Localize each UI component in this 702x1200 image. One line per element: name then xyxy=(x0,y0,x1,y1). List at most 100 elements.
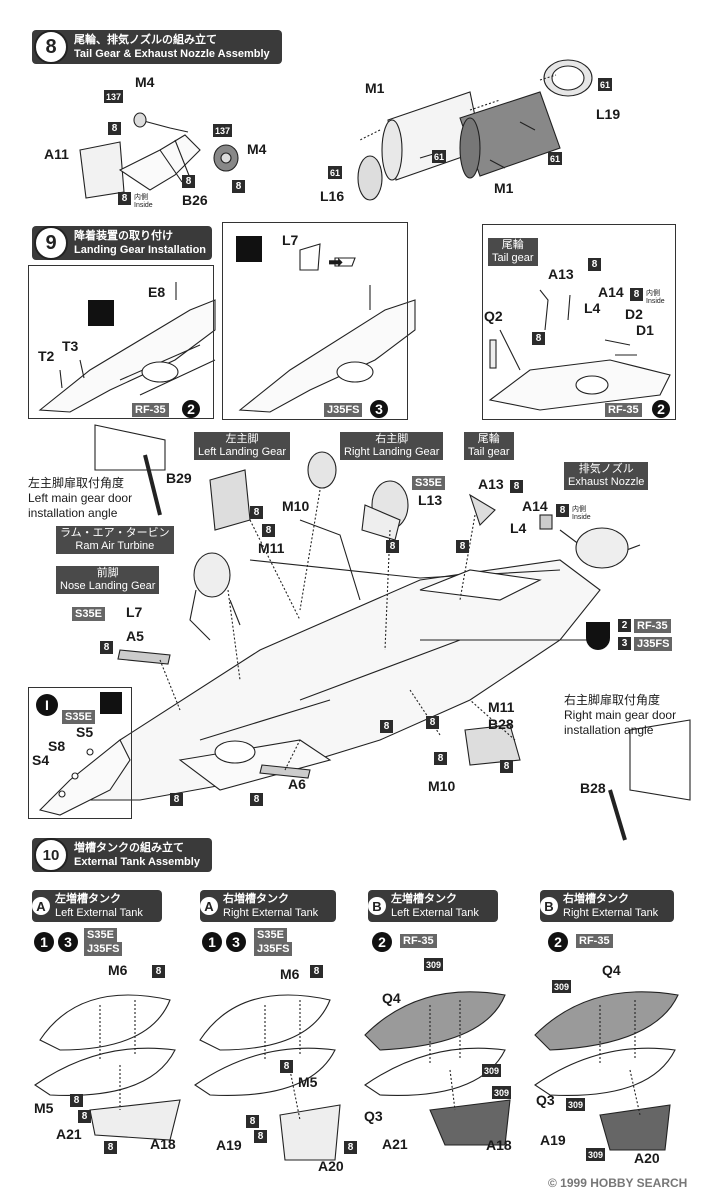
paint-8-m10: 8 xyxy=(434,752,447,765)
panel-rf35-tail xyxy=(482,224,676,420)
tank-B-left xyxy=(364,991,511,1146)
label-a6: A6 xyxy=(288,776,306,792)
variant-j35fs-main: J35FS xyxy=(634,637,673,651)
tank-2-mid: Q3 xyxy=(364,1108,383,1124)
paint-8d: 8 xyxy=(232,180,245,193)
tank-1-mid: M5 xyxy=(298,1074,318,1090)
photo-marker-icon xyxy=(88,300,114,326)
label-a13-panel: A13 xyxy=(548,266,574,282)
tank-0-mark-a: 8 xyxy=(152,965,165,978)
label-t3: T3 xyxy=(62,338,79,354)
tank-A-right xyxy=(194,994,341,1161)
variant-rf35-a: RF-35 xyxy=(132,403,169,417)
paint-8-m13: 8 xyxy=(170,793,183,806)
label-l7-main: L7 xyxy=(126,604,143,620)
variant-s35e-c: S35E xyxy=(62,710,95,724)
paint-8b: 8 xyxy=(182,175,195,188)
label-m11b: M11 xyxy=(488,699,515,715)
paint-8-p3b: 8 xyxy=(630,288,643,301)
paint-137a: 137 xyxy=(104,90,124,103)
panel-j35fs xyxy=(222,222,408,420)
tank-1-bottom1: A19 xyxy=(216,1137,242,1153)
label-s5: S5 xyxy=(76,724,94,740)
tank-3-mid: Q3 xyxy=(536,1092,555,1108)
panel-rf35-nose xyxy=(28,265,214,419)
step8-number: 8 xyxy=(34,30,68,64)
tank-3-top: Q4 xyxy=(602,962,621,978)
step10-header: 10 増槽タンクの組み立て External Tank Assembly xyxy=(32,838,212,872)
tank-A-left xyxy=(34,994,181,1141)
paint-8-m9: 8 xyxy=(380,720,393,733)
label-l13: L13 xyxy=(418,492,443,508)
paint-61c: 61 xyxy=(548,152,563,165)
label-m1a: M1 xyxy=(365,80,385,96)
label-d1: D1 xyxy=(636,322,654,338)
paint-8-m11: 8 xyxy=(500,760,513,773)
label-m1b: M1 xyxy=(494,180,514,196)
tank-1-code-b: J35FS xyxy=(254,942,293,956)
label-a11: A11 xyxy=(44,146,69,162)
tank-1-top: M6 xyxy=(280,966,300,982)
tank-3-code: RF-35 xyxy=(576,934,613,948)
paint-8-m6: 8 xyxy=(386,540,399,553)
tank-0-v3: 3 xyxy=(58,932,78,952)
tank-1-mark-a: 8 xyxy=(310,965,323,978)
paint-8-p3c: 8 xyxy=(532,332,545,345)
label-b28a: B28 xyxy=(488,716,514,732)
paint-8a: 8 xyxy=(108,122,121,135)
tank-0-mark-d: 8 xyxy=(104,1141,117,1154)
variant-rf35-main: RF-35 xyxy=(634,619,671,633)
tank-3-mark-b: 309 xyxy=(566,1098,586,1111)
inset-nose-panel xyxy=(28,687,132,819)
variant-s35e-a: S35E xyxy=(412,476,445,490)
paint-137b: 137 xyxy=(213,124,233,137)
tank-0-mark-c: 8 xyxy=(78,1110,91,1123)
paint-8-m5: 8 xyxy=(456,540,469,553)
paint-3-j: 3 xyxy=(618,637,631,650)
label-m4b: M4 xyxy=(247,141,267,157)
label-d2: D2 xyxy=(625,306,643,322)
label-l4-panel: L4 xyxy=(584,300,601,316)
tank-2-mark-a: 309 xyxy=(424,958,444,971)
variant-j35fs-a: J35FS xyxy=(324,403,363,417)
paint-61a: 61 xyxy=(598,78,613,91)
tank-1-code-a: S35E xyxy=(254,928,287,942)
paint-8-m7: 8 xyxy=(100,641,113,654)
label-l16: L16 xyxy=(320,188,345,204)
photo-marker-icon xyxy=(236,236,262,262)
label-e8: E8 xyxy=(148,284,166,300)
tank-3-bottom2: A20 xyxy=(634,1150,660,1166)
tank-1-bottom2: A20 xyxy=(318,1158,344,1174)
label-t2: T2 xyxy=(38,348,55,364)
label-a14-panel: A14 xyxy=(598,284,624,300)
tank-2-v2: 2 xyxy=(372,932,392,952)
step10-number: 10 xyxy=(34,838,68,872)
label-l7-panel: L7 xyxy=(282,232,299,248)
tank-2-bottom2: A18 xyxy=(486,1137,512,1153)
a11-part xyxy=(79,141,125,199)
watermark: © 1999 HOBBY SEARCH xyxy=(548,1176,688,1190)
step8-title-en: Tail Gear & Exhaust Nozzle Assembly xyxy=(74,48,270,60)
tank-2-mark-c: 309 xyxy=(492,1086,512,1099)
tank-3-bottom1: A19 xyxy=(540,1132,566,1148)
arrow-right-icon: ➡ xyxy=(328,252,344,272)
label-l19: L19 xyxy=(596,106,621,122)
label-l4-main: L4 xyxy=(510,520,527,536)
tank-2-top: Q4 xyxy=(382,990,401,1006)
tank-0-code-a: S35E xyxy=(84,928,117,942)
tank-1-mark-e: 8 xyxy=(344,1141,357,1154)
step9-number: 9 xyxy=(34,226,68,260)
paint-8-rf: 2 xyxy=(618,619,631,632)
tank-3-v2: 2 xyxy=(548,932,568,952)
version-2-a: 2 xyxy=(182,400,200,418)
paint-8-m8: 8 xyxy=(426,716,439,729)
